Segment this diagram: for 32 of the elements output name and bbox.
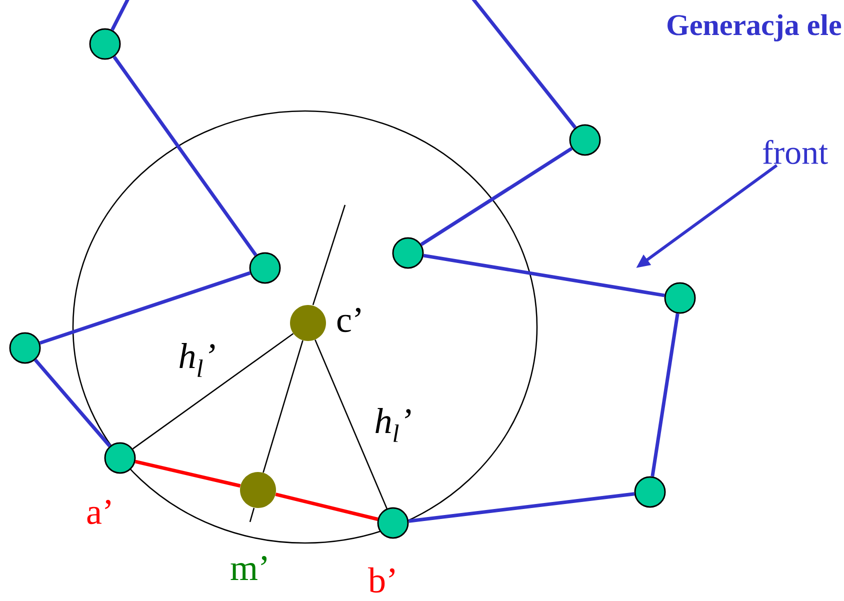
connector-line <box>650 313 680 477</box>
point-label: c’ <box>337 308 361 332</box>
point-marker <box>392 237 424 269</box>
front-label: front <box>763 140 828 164</box>
connector-line <box>112 56 258 256</box>
point-dot <box>240 472 276 508</box>
point-label: a’ <box>87 500 111 524</box>
point-marker <box>634 476 666 508</box>
point-marker <box>664 282 696 314</box>
edge-label: h$_{l}$’ <box>177 342 217 378</box>
connector-line <box>423 254 665 298</box>
title: Generacja ele <box>668 14 842 42</box>
point-marker <box>249 252 281 284</box>
point-label: m’ <box>230 556 267 580</box>
connector-line <box>132 333 294 450</box>
connector-line <box>275 492 378 521</box>
connector-line <box>39 271 251 345</box>
edge-label: h$_{l}$’ <box>373 407 413 443</box>
connector-line <box>314 339 388 509</box>
point-marker <box>104 442 136 474</box>
point-label: b’ <box>368 567 395 593</box>
connector-line <box>420 146 573 246</box>
connector-line <box>34 358 112 448</box>
connector-line <box>262 340 304 473</box>
connector-line <box>110 0 132 31</box>
point-marker <box>377 507 409 539</box>
connector-line <box>408 492 635 523</box>
point-marker <box>89 28 121 60</box>
point-dot <box>290 304 326 341</box>
point-marker <box>569 124 601 156</box>
connector-line <box>134 460 241 488</box>
point-marker <box>9 332 41 364</box>
